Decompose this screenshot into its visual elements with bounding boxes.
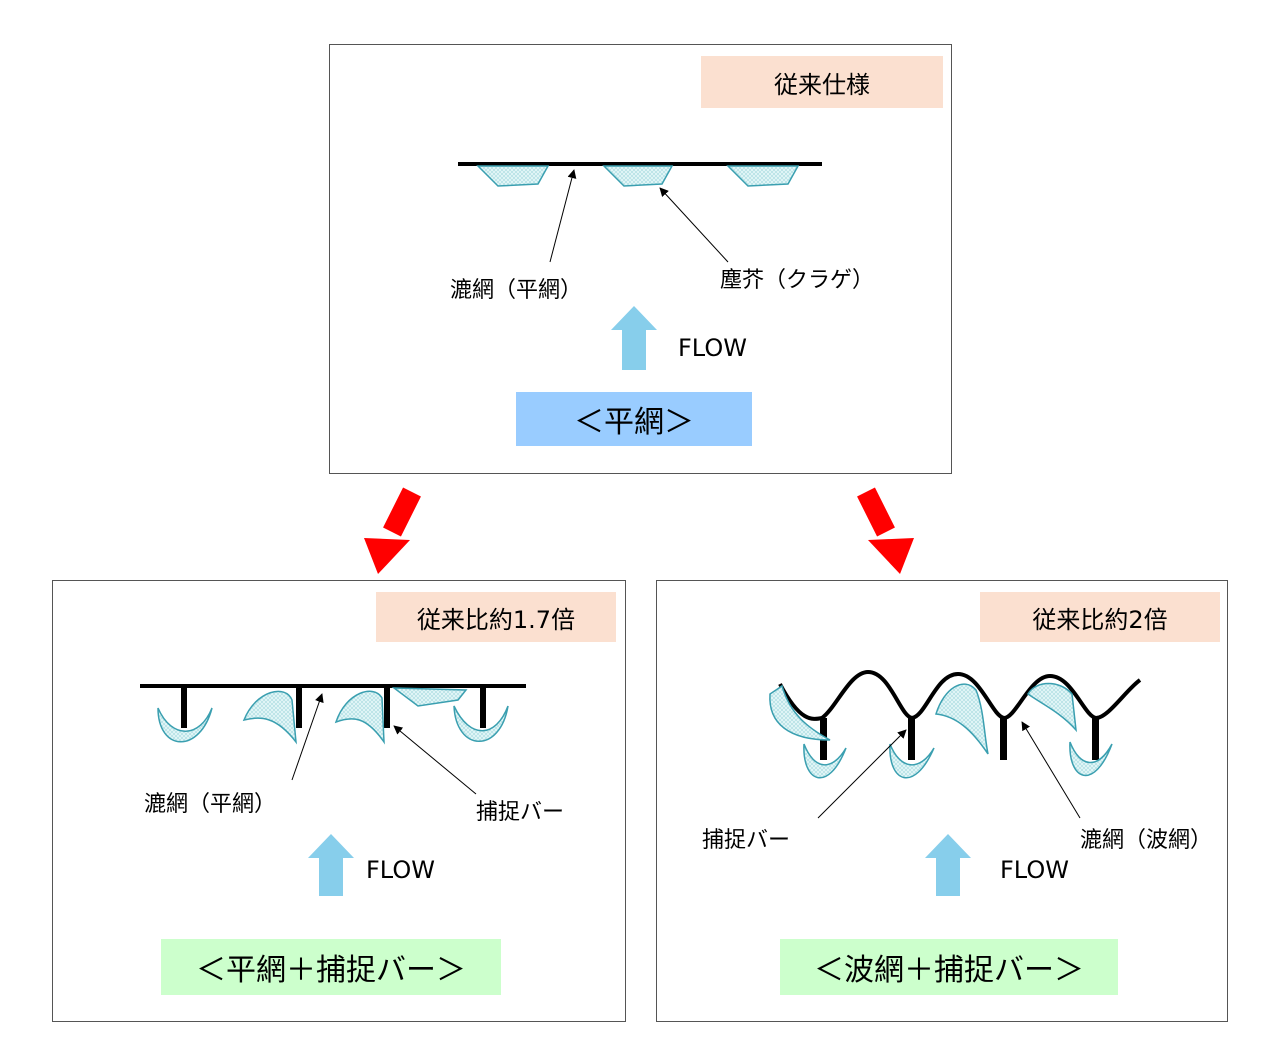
jellyfish-blob (726, 165, 800, 187)
jellyfish-blob (453, 705, 509, 742)
left-net-diagram (140, 684, 526, 896)
jellyfish-blob (242, 690, 297, 745)
flow-arrow (611, 306, 657, 370)
label-capture-bar: 捕捉バー (702, 828, 791, 853)
top-net-diagram (458, 162, 822, 370)
label-net-flat: 漉網（平網） (450, 278, 583, 303)
jellyfish-blob (935, 683, 989, 755)
title-wave-net-bar: ＜波網＋捕捉バー＞ (780, 939, 1118, 995)
jellyfish-blob (602, 165, 674, 187)
jellyfish-blob (1027, 682, 1078, 733)
label-net-wave: 漉網（波網） (1080, 828, 1213, 853)
capture-bar (181, 686, 187, 728)
capture-bar (908, 718, 915, 760)
title-flat-net: ＜平網＞ (516, 392, 752, 446)
title-flat-net-bar: ＜平網＋捕捉バー＞ (161, 939, 501, 995)
flow-arrow (925, 834, 971, 896)
pointer-line-bar (393, 725, 477, 795)
pointer-line-debris (659, 187, 729, 263)
flow-label: FLOW (678, 334, 747, 362)
jellyfish-blob (769, 684, 831, 741)
label-debris: 塵芥（クラゲ） (720, 268, 875, 293)
capture-bar (296, 686, 302, 728)
capture-bar (1000, 718, 1007, 760)
capture-bar (384, 686, 390, 728)
pointer-line-bar (817, 729, 907, 819)
pointer-line-net (1021, 721, 1081, 819)
badge-ratio-2: 従来比約2倍 (980, 592, 1220, 642)
jellyfish-blob (476, 165, 550, 187)
red-arrow-left (364, 487, 421, 574)
red-arrow-right (857, 487, 914, 574)
flow-label: FLOW (1000, 856, 1069, 884)
flow-label: FLOW (366, 856, 435, 884)
label-capture-bar: 捕捉バー (476, 800, 565, 825)
jellyfish-blob (1069, 741, 1113, 777)
badge-conventional: 従来仕様 (701, 56, 943, 108)
capture-bar (1092, 718, 1099, 760)
label-net-flat: 漉網（平網） (144, 792, 277, 817)
pointer-line-net (549, 169, 577, 263)
right-net-diagram (769, 669, 1142, 896)
right-panel (656, 580, 1228, 1022)
jellyfish-blob (889, 743, 935, 779)
jellyfish-blob (157, 707, 213, 743)
pointer-line-net (291, 693, 324, 781)
badge-ratio-1-7: 従来比約1.7倍 (376, 592, 616, 642)
jellyfish-blob (391, 687, 468, 707)
capture-bar (480, 686, 486, 728)
jellyfish-blob (334, 690, 385, 745)
wave-net-line (778, 669, 1142, 721)
jellyfish-blob (803, 743, 847, 779)
flow-arrow (308, 834, 354, 896)
